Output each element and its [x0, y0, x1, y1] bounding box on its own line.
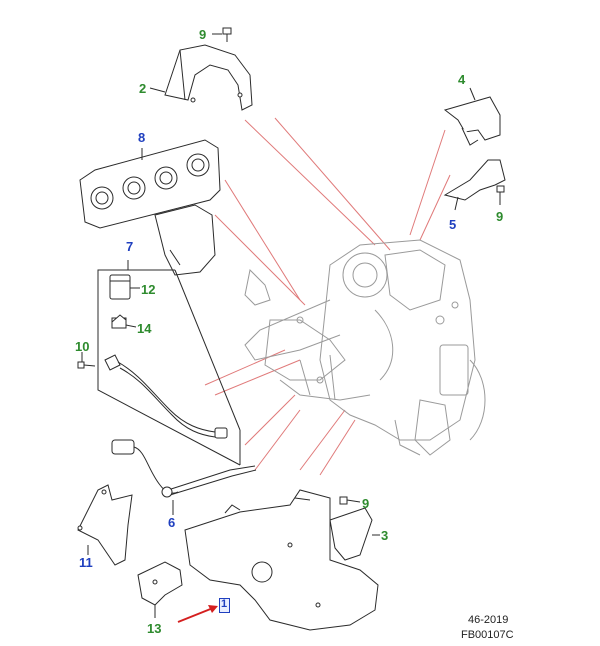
selected-part-highlight	[219, 598, 230, 613]
bracket-4	[443, 87, 501, 146]
date-code: 46-2019	[468, 614, 509, 626]
bolt-9-lower	[339, 496, 361, 505]
connector-12	[109, 274, 131, 300]
callout-11[interactable]: 11	[79, 555, 93, 570]
bracket-3	[329, 507, 373, 561]
callout-13[interactable]: 13	[147, 621, 162, 636]
callout-3[interactable]: 3	[381, 528, 389, 543]
callout-1[interactable]: 1	[221, 598, 228, 610]
bracket-13	[137, 561, 183, 606]
callout-5[interactable]: 5	[449, 217, 457, 232]
lower-shield-7	[154, 204, 216, 276]
highlight-arrow	[177, 605, 218, 623]
heat-shield-1	[184, 489, 379, 631]
manifold-gasket-8	[79, 139, 221, 229]
callout-9-lower[interactable]: 9	[362, 496, 370, 511]
callout-7[interactable]: 7	[126, 239, 134, 254]
bolt-9-top	[222, 27, 232, 42]
leader-lines	[204, 117, 451, 476]
sensor-cable-6	[111, 439, 257, 498]
callout-9-top[interactable]: 9	[199, 27, 207, 42]
callout-6[interactable]: 6	[168, 515, 176, 530]
heat-shield-2	[164, 44, 253, 111]
callout-12[interactable]: 12	[141, 282, 156, 297]
bolt-10	[77, 361, 96, 369]
callout-8[interactable]: 8	[138, 130, 146, 145]
callout-4[interactable]: 4	[458, 72, 466, 87]
sensor-14	[111, 314, 127, 329]
bolt-9-right	[496, 185, 505, 205]
callout-10[interactable]: 10	[75, 339, 90, 354]
figure-id: FB00107C	[461, 629, 514, 641]
sensor-pipe-7	[104, 354, 228, 439]
callout-9-right[interactable]: 9	[496, 209, 504, 224]
bracket-11	[77, 484, 133, 566]
engine-assembly	[244, 239, 486, 456]
callout-2[interactable]: 2	[139, 81, 147, 96]
group-7-box	[97, 260, 241, 466]
callout-14[interactable]: 14	[137, 321, 152, 336]
bracket-5	[443, 159, 506, 211]
